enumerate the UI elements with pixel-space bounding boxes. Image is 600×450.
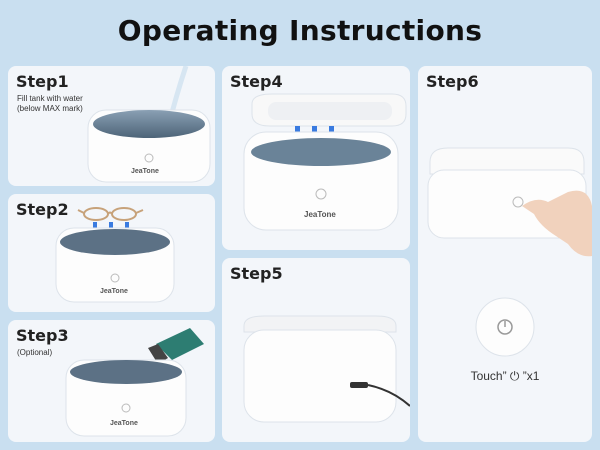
step1-card: Step1 Fill tank with water (below MAX ma… xyxy=(8,66,215,186)
step5-label: Step5 xyxy=(230,264,283,283)
step1-illustration xyxy=(87,66,211,183)
tank-water xyxy=(93,110,205,138)
step3-illustration xyxy=(65,328,204,437)
power-cable-icon xyxy=(350,382,410,407)
step1-label: Step1 xyxy=(16,72,69,91)
step4-card: Step4 JeaTone xyxy=(222,66,410,250)
step2-label: Step2 xyxy=(16,200,69,219)
step6-card: Step6 Touch” ⏻ ”x1 xyxy=(418,66,592,442)
step2-card: Step2 JeaTone xyxy=(8,194,215,312)
step1-note-line1: Fill tank with water xyxy=(17,94,83,103)
step6-illustration xyxy=(427,147,592,357)
power-icon xyxy=(110,273,120,283)
power-icon xyxy=(512,196,524,208)
power-icon xyxy=(497,319,513,335)
brand-logo: JeaTone xyxy=(304,210,336,219)
step3-label: Step3 xyxy=(16,326,69,345)
hand-icon xyxy=(522,190,592,257)
step3-card: Step3 (Optional) JeaTone xyxy=(8,320,215,442)
step3-note: (Optional) xyxy=(17,348,53,357)
page-title: Operating Instructions xyxy=(117,14,483,47)
step6-label: Step6 xyxy=(426,72,479,91)
brand-logo: JeaTone xyxy=(131,168,159,175)
touch-instruction: Touch” ⏻ ”x1 xyxy=(470,369,540,383)
step2-illustration xyxy=(55,207,175,303)
step5-card: Step5 xyxy=(222,258,410,442)
brand-logo: JeaTone xyxy=(100,288,128,295)
power-icon xyxy=(144,153,154,163)
glasses-icon xyxy=(77,207,144,221)
step4-illustration xyxy=(243,93,407,231)
brush-head-icon xyxy=(148,328,204,364)
power-icon xyxy=(121,403,131,413)
power-icon xyxy=(315,188,327,200)
step4-label: Step4 xyxy=(230,72,283,91)
step1-note-line2: (below MAX mark) xyxy=(17,104,83,113)
step5-illustration xyxy=(243,315,410,423)
brand-logo: JeaTone xyxy=(110,420,138,427)
